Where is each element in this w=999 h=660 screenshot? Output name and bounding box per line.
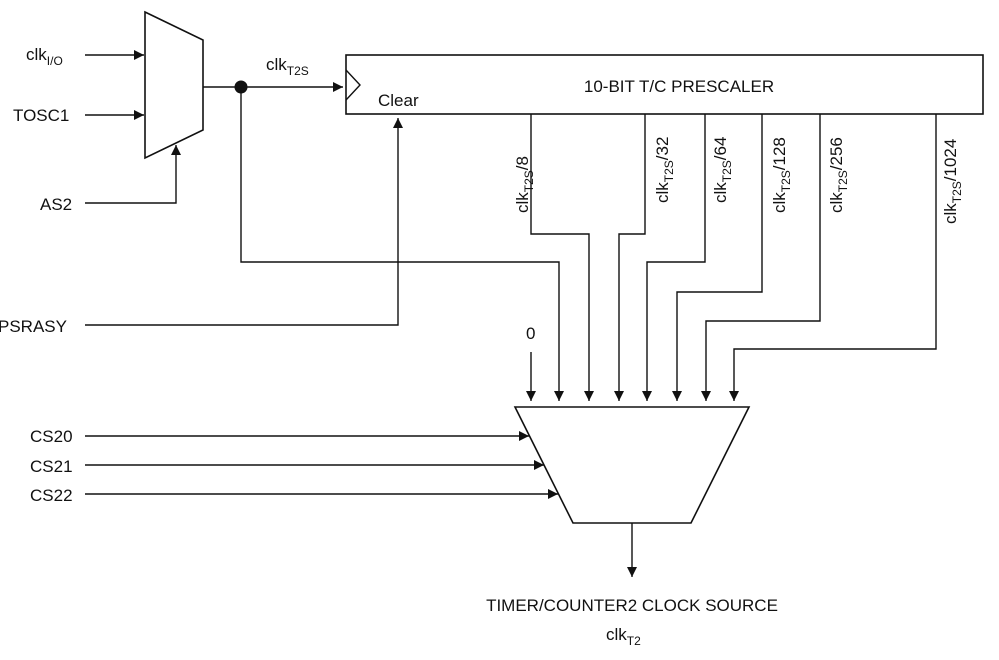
tap-64-wire	[642, 114, 706, 401]
output-title: TIMER/COUNTER2 CLOCK SOURCE	[486, 596, 778, 615]
tap-256-label: clkT2S/256	[827, 137, 850, 213]
tap-32-label: clkT2S/32	[653, 137, 676, 203]
tap-8-label: clkT2S/8	[513, 156, 536, 213]
tap-128-wire	[672, 114, 763, 401]
as2-label: AS2	[40, 195, 72, 214]
cs21-label: CS21	[30, 457, 73, 476]
psrasy-wire	[85, 118, 403, 326]
tap-32-wire	[614, 114, 646, 401]
input-mux	[144, 10, 204, 160]
tap-128-label: clkT2S/128	[770, 137, 793, 213]
clock-select-mux	[513, 406, 751, 524]
zero-input-label: 0	[526, 324, 535, 343]
tap-8-wire	[530, 114, 594, 401]
clk-t2s-label: clkT2S	[266, 55, 309, 78]
clear-label: Clear	[378, 91, 419, 110]
cs20-label: CS20	[30, 427, 73, 446]
prescaler-block	[345, 54, 984, 115]
cs22-label: CS22	[30, 486, 73, 505]
clk-t2s-direct-wire	[240, 87, 564, 401]
tosc1-label: TOSC1	[13, 106, 69, 125]
tap-1024-wire	[729, 114, 937, 401]
as2-wire	[85, 145, 181, 204]
tap-256-wire	[701, 114, 821, 401]
tap-64-label: clkT2S/64	[711, 137, 734, 203]
tap-1024-label: clkT2S/1024	[941, 139, 964, 224]
psrasy-label: PSRASY	[0, 317, 67, 336]
clock-edge-symbol	[345, 69, 361, 101]
output-clk-label: clkT2	[606, 625, 641, 648]
clk-io-label: clkI/O	[26, 45, 63, 68]
prescaler-title: 10-BIT T/C PRESCALER	[584, 77, 774, 96]
